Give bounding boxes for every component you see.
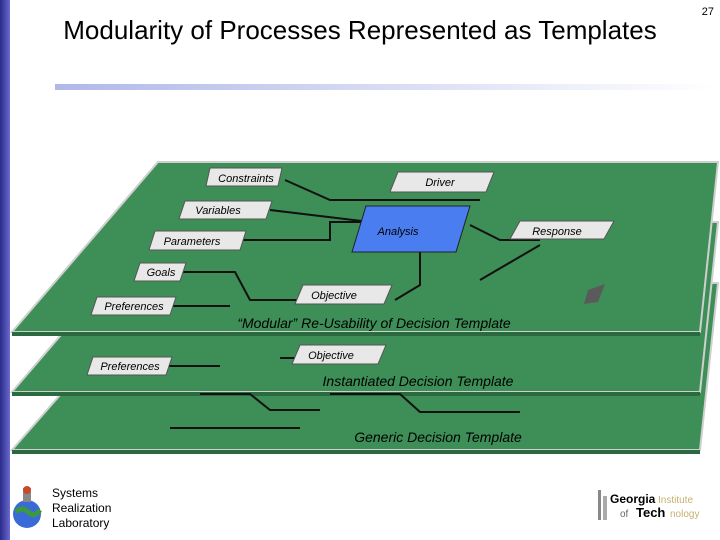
preferences-top-label: Preferences [104,301,164,313]
box-preferences-mid [86,356,173,376]
goals-label: Goals [147,267,176,279]
left-accent-bar [0,0,10,540]
gt-word-of: of [620,509,629,520]
lab-line-3: Laboratory [52,516,110,530]
lab-line-2: Realization [52,501,112,515]
box-objective-mid [291,344,387,365]
box-response [509,220,615,240]
connector-lines [165,179,541,429]
title-underline [55,84,715,90]
response-label: Response [532,226,582,238]
box-variables [178,200,273,220]
driver-label: Driver [425,177,456,189]
variables-label: Variables [195,205,241,217]
lab-name: Systems Realization Laboratory [52,486,111,531]
page-number: 27 [701,6,714,18]
layer-instantiated-label: Instantiated Decision Template [323,373,514,389]
gt-word-nology: nology [670,509,699,520]
gt-word-institute: Institute [658,495,693,506]
slide-title: Modularity of Processes Represented as T… [63,15,657,45]
gt-word-georgia: Georgia [610,492,656,506]
box-constraints [205,167,283,187]
analysis-label: Analysis [377,226,419,238]
box-objective-top [294,284,393,305]
gt-word-tech: Tech [636,505,665,520]
objective-mid-label: Objective [308,350,354,362]
box-analysis [351,205,471,253]
parameters-label: Parameters [164,236,221,248]
georgia-tech-logo: Georgia Institute of Tech nology [598,490,699,520]
lab-line-1: Systems [52,486,99,500]
box-preferences-top [90,296,177,316]
layer-generic-label: Generic Decision Template [354,429,522,445]
layer-modular-label: “Modular” Re-Usability of Decision Templ… [237,315,511,331]
objective-top-label: Objective [311,290,357,302]
box-parameters [148,230,247,251]
box-goals [133,262,187,282]
constraints-label: Constraints [218,173,274,185]
box-driver [389,171,495,193]
preferences-mid-label: Preferences [100,361,160,373]
srl-logo-icon [13,486,42,528]
